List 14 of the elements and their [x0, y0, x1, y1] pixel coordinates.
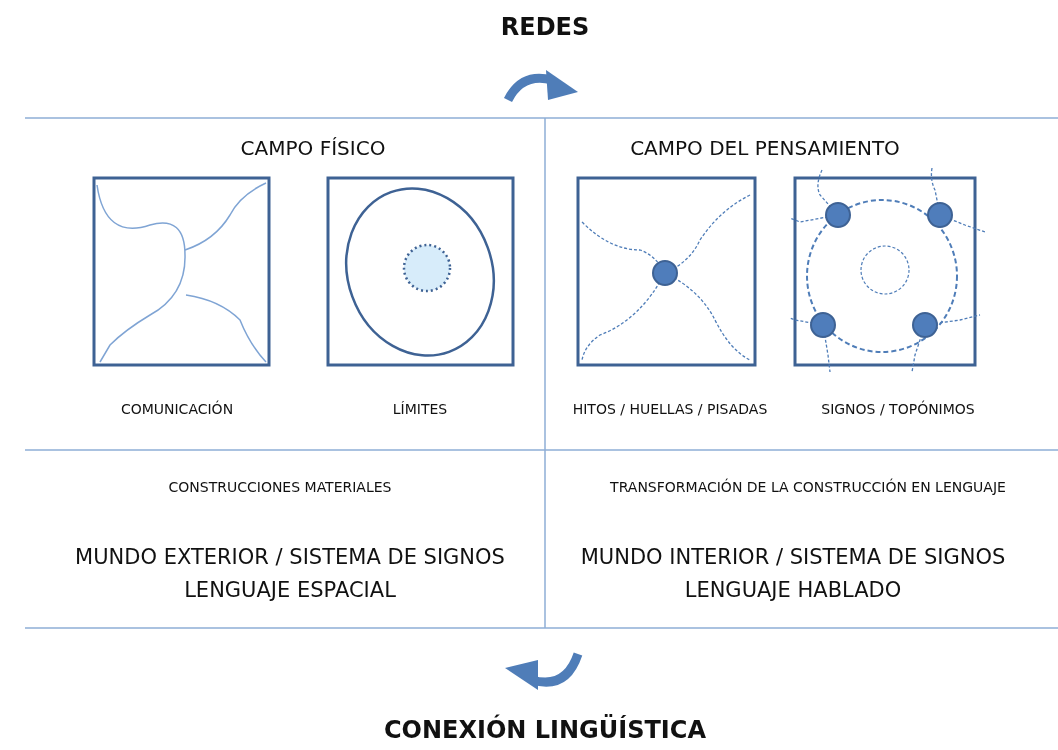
- drawing-caption: COMUNICACIÓN: [120, 401, 234, 417]
- drawing-caption: HITOS / HUELLAS / PISADAS: [572, 401, 768, 417]
- column-heading: CAMPO DEL PENSAMIENTO: [630, 136, 900, 160]
- statement-text: LENGUAJE ESPACIAL: [184, 578, 396, 602]
- statement-text: LENGUAJE HABLADO: [684, 578, 902, 602]
- statement-text: MUNDO EXTERIOR / SISTEMA DE SIGNOS: [75, 545, 505, 569]
- diagram-title: REDES: [500, 13, 590, 41]
- row-label: TRANSFORMACIÓN DE LA CONSTRUCCIÓN EN LENGUAJE: [610, 479, 1006, 495]
- diagram-caption: CONEXIÓN LINGÜÍSTICA: [384, 716, 706, 744]
- drawing-caption: LÍMITES: [392, 401, 448, 417]
- column-heading: CAMPO FÍSICO: [240, 136, 386, 160]
- drawing-caption: SIGNOS / TOPÓNIMOS: [821, 401, 975, 417]
- row-label: CONSTRUCCIONES MATERIALES: [168, 479, 392, 495]
- statement-text: MUNDO INTERIOR / SISTEMA DE SIGNOS: [580, 545, 1006, 569]
